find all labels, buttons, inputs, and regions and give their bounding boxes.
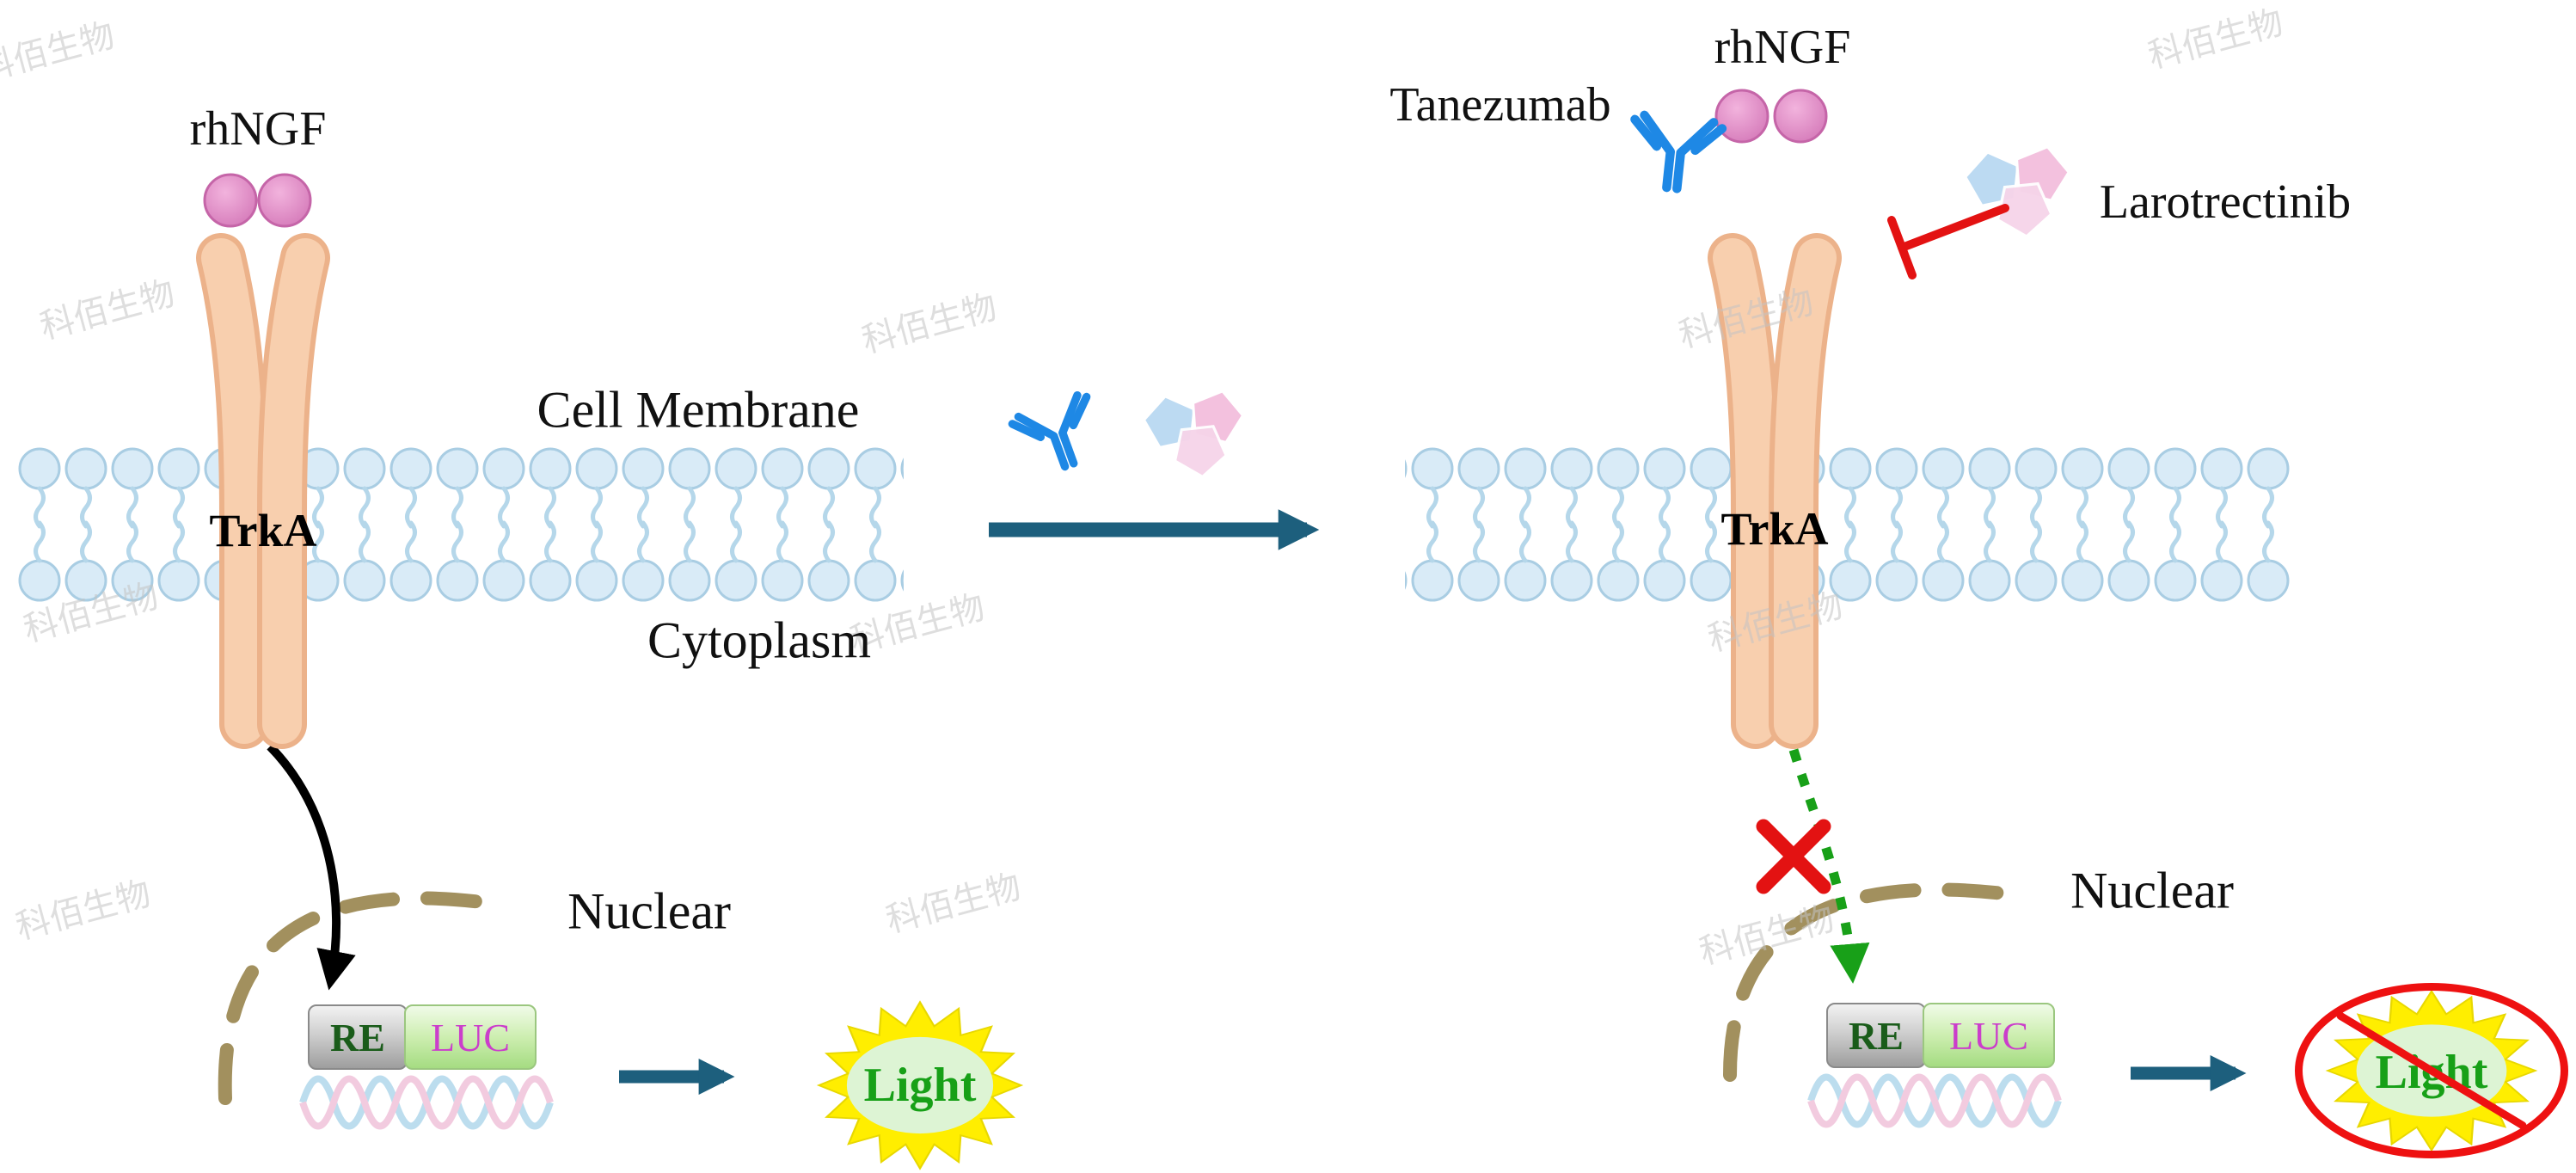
larotrectinib-label: Larotrectinib [2099,175,2352,229]
dna-helix-left [299,1075,554,1130]
ngf-ligand-left [203,173,312,228]
blocked-x-icon [1756,819,1831,894]
cytoplasm-label: Cytoplasm [647,611,872,669]
dna-helix-right [1807,1073,2062,1128]
ligand-label-left: rhNGF [189,102,327,156]
luciferase-label-left: LUC [431,1015,510,1059]
response-element-box-right: RE [1826,1003,1926,1068]
cell-membrane-left [16,447,904,602]
receptor-label-left: TrkA [209,505,317,556]
luciferase-box-right: LUC [1923,1003,2055,1068]
nucleus-label-right: Nuclear [2070,862,2234,919]
nuclear-envelope-right [1723,882,2017,1082]
nuclear-envelope-left [218,891,513,1105]
drug-icon-middle [1140,384,1248,482]
light-label-left: Light [863,1059,977,1112]
antibody-icon-middle [1011,392,1107,478]
ngf-ligand-right [1714,89,1828,144]
luciferase-box-left: LUC [404,1004,537,1070]
ligand-label-right: rhNGF [1714,21,1851,74]
signal-arrow-active [267,743,356,991]
response-element-label-left: RE [330,1015,385,1059]
luciferase-label-right: LUC [1949,1013,2028,1058]
response-element-label-right: RE [1849,1013,1904,1058]
receptor-label-right: TrkA [1720,503,1829,555]
nucleus-label-left: Nuclear [567,882,731,940]
inhibition-tbar [1887,204,2009,279]
signal-arrow-blocked [1788,748,1870,984]
cell-membrane-right [1405,447,2292,602]
response-element-box-left: RE [308,1004,408,1070]
no-symbol-ellipse [2295,983,2568,1158]
cell-membrane-label: Cell Membrane [537,381,860,439]
antibody-icon-tanezumab [1628,114,1723,193]
tanezumab-label: Tanezumab [1389,78,1611,132]
trka-receptor-left [196,233,330,749]
trka-receptor-right [1708,233,1842,749]
drug-icon-larotrectinib [1961,140,2074,242]
